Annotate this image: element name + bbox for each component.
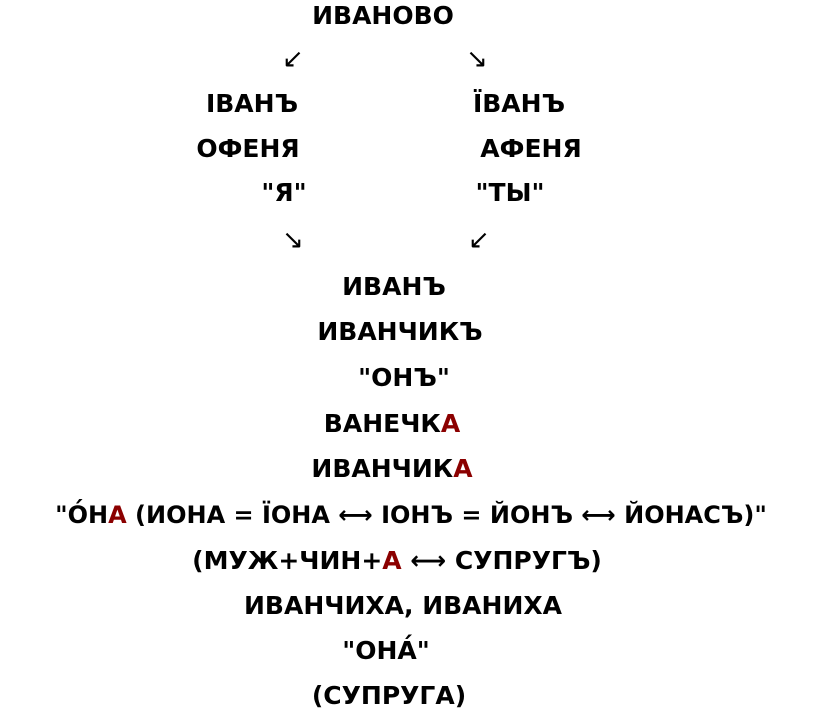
vanechka-stem: ВАНЕЧК <box>323 409 441 438</box>
ona-open: "О́Н <box>55 501 109 529</box>
arrow-down-left-icon: ↙ <box>282 44 304 74</box>
arrow-down-left-icon: ↙ <box>468 225 490 255</box>
vanechka-suffix: А <box>440 409 461 438</box>
center-on: "ОНЪ" <box>358 363 450 392</box>
ona-rest: (ИОНА = ЇОНА ⟷ ІОНЪ = ЙОНЪ ⟷ ЙОНАСЪ)" <box>126 501 767 529</box>
right-ivan: ЇВАНЪ <box>472 89 566 118</box>
muzh-suffix: А <box>382 546 402 575</box>
left-ofenya: ОФЕНЯ <box>196 134 300 163</box>
muzh-line: (МУЖ+ЧИН+А ⟷ СУПРУГЪ) <box>192 545 602 577</box>
ona-suffix: А <box>108 501 127 529</box>
ona-line: "О́НА (ИОНА = ЇОНА ⟷ ІОНЪ = ЙОНЪ ⟷ ЙОНАС… <box>55 499 767 531</box>
center-ivan: ИВАНЪ <box>342 272 446 301</box>
ivanchika-suffix: А <box>453 454 473 483</box>
muzh-rest: ⟷ СУПРУГЪ) <box>401 546 602 575</box>
left-ya: "Я" <box>261 178 307 207</box>
ivanchika-stem: ИВАНЧИК <box>311 454 454 483</box>
muzh-open: (МУЖ+ЧИН+ <box>192 546 383 575</box>
center-ivanchik: ИВАНЧИКЪ <box>317 317 483 346</box>
supruga: (СУПРУГА) <box>311 681 467 710</box>
ona2: "ОНА́" <box>342 636 430 665</box>
ivanchikha: ИВАНЧИХА, ИВАНИХА <box>244 591 562 620</box>
arrow-down-right-icon: ↘ <box>282 225 304 255</box>
right-afenya: АФЕНЯ <box>480 134 582 163</box>
left-ivan: ІВАНЪ <box>205 89 299 118</box>
center-vanechka: ВАНЕЧКА <box>324 408 460 440</box>
arrow-down-right-icon: ↘ <box>466 44 488 74</box>
title-ivanovo: ИВАНОВО <box>312 1 454 30</box>
right-ty: "ТЫ" <box>475 178 545 207</box>
center-ivanchika: ИВАНЧИКА <box>311 453 472 485</box>
